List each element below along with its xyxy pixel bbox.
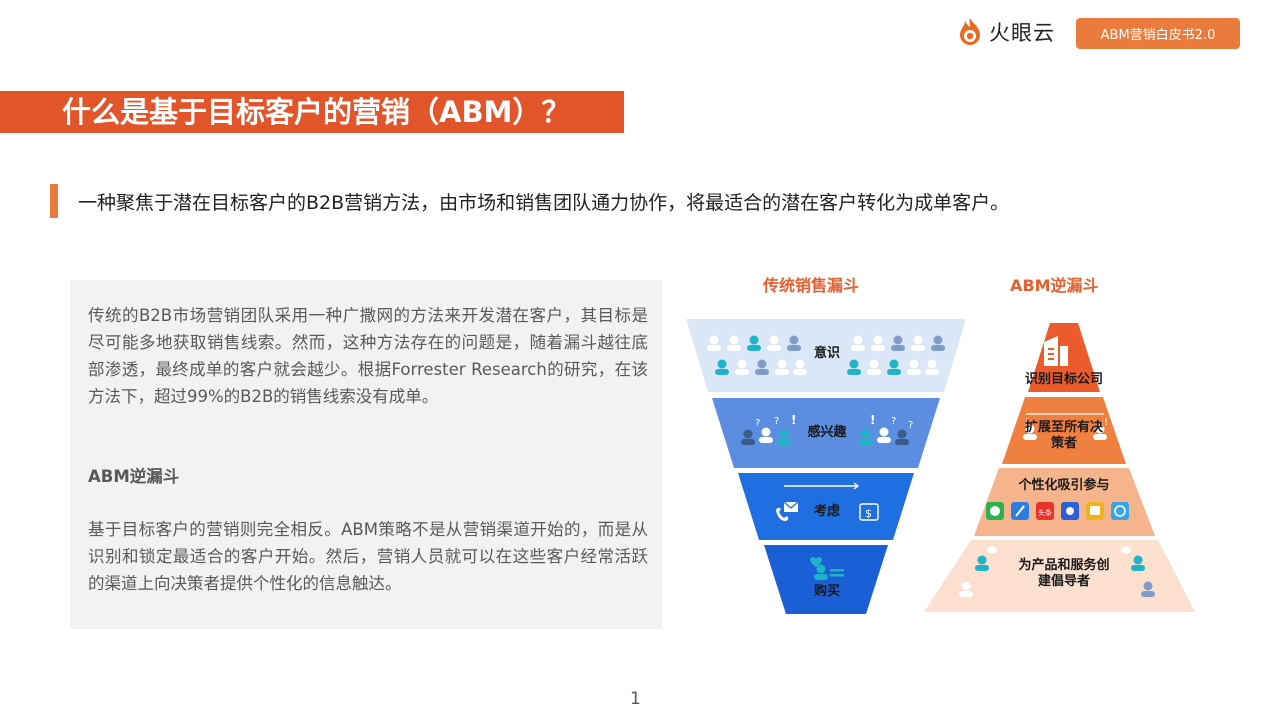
funnel-stage-consideration xyxy=(738,473,914,540)
stage-label-awareness: 意识 xyxy=(813,346,841,361)
svg-text:头条: 头条 xyxy=(1038,508,1052,517)
svg-text:!: ! xyxy=(1025,417,1029,428)
page-number: 1 xyxy=(630,689,641,709)
svg-text:?: ? xyxy=(755,418,760,429)
stage-label-consideration: 考虑 xyxy=(813,504,841,519)
social-channel-icons: 头条 xyxy=(986,502,1129,520)
page-title: 什么是基于目标客户的营销（ABM）？ xyxy=(62,95,571,129)
svg-text:?: ? xyxy=(908,420,913,431)
abm-label-expand: 扩展至所有决策者 xyxy=(1024,420,1103,451)
brand-name: 火眼云 xyxy=(989,21,1055,45)
svg-text:!: ! xyxy=(1104,417,1108,428)
interest-icons: ? ? ! ! ? ? xyxy=(741,413,913,445)
abm-subheading: ABM逆漏斗 xyxy=(88,467,180,486)
purchase-icons xyxy=(810,557,844,580)
svg-text:$: $ xyxy=(865,507,872,520)
brand-logo: 火眼云 xyxy=(957,15,1055,49)
building-icon xyxy=(1044,336,1068,366)
lead-text: 一种聚焦于潜在目标客户的B2B营销方法，由市场和销售团队通力协作，将最适合的潜在… xyxy=(78,192,1010,214)
funnel-comparison-diagram: 传统销售漏斗 ABM逆漏斗 xyxy=(680,264,1210,624)
abm-label-advocate: 为产品和服务创建倡导者 xyxy=(1018,558,1110,589)
traditional-funnel-title: 传统销售漏斗 xyxy=(763,276,860,295)
stage-label-purchase: 购买 xyxy=(813,584,841,599)
advocate-icons xyxy=(959,546,1155,597)
funnel-graphics: ? ? ! ! ? ? $ xyxy=(686,319,1195,614)
description-panel: 传统的B2B市场营销团队采用一种广撒网的方法来开发潜在客户，其目标是尽可能多地获… xyxy=(70,280,662,629)
svg-text:?: ? xyxy=(891,416,896,427)
traditional-paragraph: 传统的B2B市场营销团队采用一种广撒网的方法来开发潜在客户，其目标是尽可能多地获… xyxy=(88,306,648,406)
funnel-stage-interest xyxy=(712,398,940,468)
expand-icons: ! ! xyxy=(1023,413,1108,440)
whitepaper-badge: ABM营销白皮书2.0 xyxy=(1076,18,1240,49)
svg-text:?: ? xyxy=(774,416,779,427)
abm-label-engage: 个性化吸引参与 xyxy=(1018,478,1110,493)
abm-paragraph: 基于目标客户的营销则完全相反。ABM策略不是从营销渠道开始的，而是从识别和锁定最… xyxy=(88,520,648,593)
title-bar: 什么是基于目标客户的营销（ABM）？ xyxy=(0,91,624,133)
stage-label-interest: 感兴趣 xyxy=(807,425,847,440)
flame-logo-icon xyxy=(960,18,980,45)
svg-text:!: ! xyxy=(870,413,875,427)
abm-stage-advocate xyxy=(924,540,1195,612)
consideration-icons: $ xyxy=(776,482,879,521)
abm-label-identify: 识别目标公司 xyxy=(1024,372,1104,387)
svg-text:!: ! xyxy=(791,413,796,427)
lead-accent-bar xyxy=(50,184,58,218)
abm-funnel-title: ABM逆漏斗 xyxy=(1010,276,1099,295)
people-icons xyxy=(707,335,945,375)
